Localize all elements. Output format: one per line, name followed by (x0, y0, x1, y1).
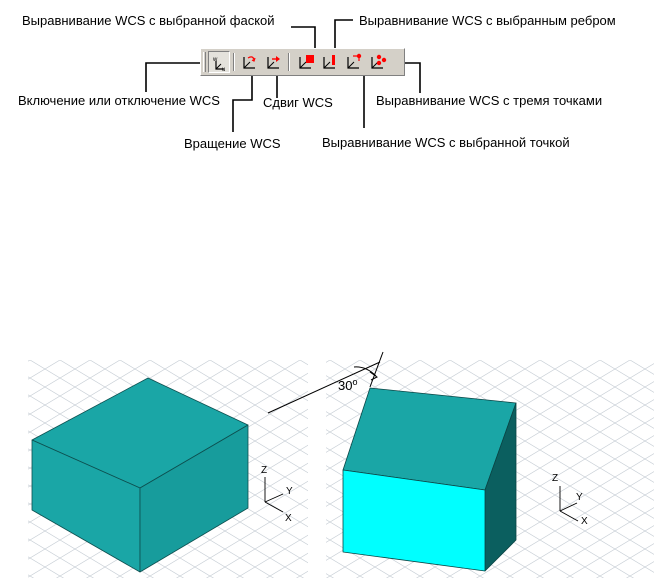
rotate-wcs-button[interactable] (238, 51, 260, 73)
svg-text:w: w (212, 57, 218, 63)
wcs-rotation-scene (28, 351, 654, 578)
svg-text:u: u (222, 67, 225, 73)
left-cube (31, 377, 249, 573)
left-axis-y-label: Y (286, 486, 293, 497)
callout-shift-wcs: Сдвиг WCS (263, 95, 333, 110)
toolbar-grip[interactable] (203, 52, 206, 72)
wcs-shift-icon (267, 56, 280, 69)
shift-wcs-button[interactable] (262, 51, 284, 73)
toggle-wcs-button[interactable]: w u (208, 51, 230, 73)
right-axis-z-label: Z (552, 473, 559, 484)
toolbar-separator (288, 53, 290, 71)
wcs-align-edge-icon (323, 55, 335, 69)
right-axis-y-label: Y (576, 492, 583, 503)
left-axis-z-label: Z (261, 465, 268, 476)
rotation-angle-label: 30o (338, 375, 357, 393)
right-axis-x-label: X (581, 516, 588, 527)
left-axis-x-label: X (285, 513, 292, 524)
rotation-indicator (267, 351, 384, 414)
callout-leader-lines (145, 19, 421, 132)
rotation-angle-value: 30 (338, 378, 353, 393)
right-cube (342, 387, 517, 572)
callout-align-edge: Выравнивание WCS с выбранным ребром (359, 13, 616, 28)
callout-rotate-wcs: Вращение WCS (184, 136, 281, 151)
callout-toggle-wcs: Включение или отключение WCS (18, 93, 220, 108)
rotation-angle-unit: o (352, 377, 358, 387)
align-face-button[interactable] (295, 51, 317, 73)
wcs-toggle-icon: w u (212, 57, 225, 73)
wcs-align-point-icon (347, 53, 362, 69)
align-three-points-button[interactable] (367, 51, 389, 73)
wcs-align-three-points-icon (371, 54, 387, 69)
align-point-button[interactable] (343, 51, 365, 73)
align-edge-button[interactable] (319, 51, 341, 73)
callout-align-three-points: Выравнивание WCS с тремя точками (376, 93, 603, 108)
callout-align-point: Выравнивание WCS с выбранной точкой (322, 135, 570, 150)
wcs-toolbar: w u (200, 48, 405, 76)
wcs-align-face-icon (299, 55, 314, 69)
left-axis-triad (264, 477, 284, 513)
right-axis-triad (559, 486, 579, 522)
callout-align-face: Выравнивание WCS с выбранной фаской (22, 13, 275, 28)
toolbar-separator (233, 53, 235, 71)
wcs-rotate-icon (243, 56, 256, 69)
